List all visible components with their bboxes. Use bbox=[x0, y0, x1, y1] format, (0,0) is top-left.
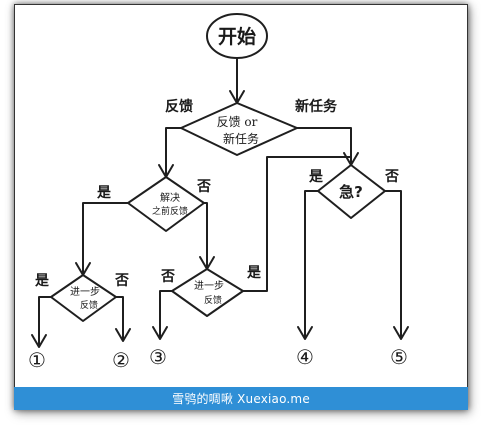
decision-further-mid-diamond bbox=[171, 268, 244, 317]
decision1-line1: 反馈 or bbox=[217, 115, 258, 129]
decision-further-mid-line2: 反馈 bbox=[204, 294, 222, 306]
edge-new-task bbox=[296, 127, 352, 164]
edge-feedback bbox=[165, 127, 182, 176]
arrowhead bbox=[115, 328, 131, 342]
outcome-1: ① bbox=[28, 348, 46, 372]
decision-left-line2: 之前反馈 bbox=[152, 205, 188, 217]
label-yes-mid: 是 bbox=[247, 265, 262, 281]
label-feedback: 反馈 bbox=[165, 98, 193, 115]
flowchart-diagram: 开始 反馈 or 新任务 反馈 新任务 解决 之前反馈 是 否 bbox=[28, 13, 409, 372]
edge-no-mid bbox=[159, 290, 173, 338]
edge-yes-urgent bbox=[304, 190, 319, 338]
edge-no-urgent bbox=[384, 190, 402, 338]
arrowhead bbox=[393, 326, 409, 340]
arrowhead bbox=[152, 326, 168, 340]
label-no-urgent: 否 bbox=[384, 169, 399, 185]
decision-further-left-diamond bbox=[50, 274, 117, 322]
arrowhead bbox=[31, 334, 47, 348]
outcome-4: ④ bbox=[296, 345, 314, 369]
label-yes-left: 是 bbox=[97, 185, 112, 201]
decision-left-line1: 解决 bbox=[160, 191, 180, 204]
start-label: 开始 bbox=[218, 25, 256, 48]
label-no-ll: 否 bbox=[114, 273, 129, 289]
edge-yes-ll bbox=[38, 296, 52, 346]
decision-further-left-line2: 反馈 bbox=[80, 299, 98, 311]
edge-no-left bbox=[203, 202, 208, 268]
decision1-diamond bbox=[180, 102, 298, 156]
outcome-2: ② bbox=[112, 348, 130, 372]
label-no-mid: 否 bbox=[160, 269, 175, 285]
label-yes-ll: 是 bbox=[35, 273, 50, 289]
decision-urgent-diamond bbox=[317, 164, 386, 219]
arrowhead bbox=[297, 326, 313, 340]
edge-yes-left bbox=[82, 202, 129, 274]
edge-yes-mid bbox=[242, 156, 352, 292]
watermark-bar: 雪鸮的啁啾 Xuexiao.me bbox=[14, 387, 468, 410]
edge-no-ll bbox=[115, 296, 124, 340]
decision-further-left-line1: 进一步 bbox=[70, 286, 100, 298]
watermark-text: 雪鸮的啁啾 Xuexiao.me bbox=[172, 392, 310, 406]
label-yes-urgent: 是 bbox=[309, 169, 324, 185]
decision-further-mid-line1: 进一步 bbox=[194, 280, 224, 292]
outcome-5: ⑤ bbox=[390, 345, 408, 369]
label-no-left: 否 bbox=[196, 179, 211, 195]
outcome-3: ③ bbox=[149, 345, 167, 369]
decision1-line2: 新任务 bbox=[223, 131, 259, 146]
label-new-task: 新任务 bbox=[295, 98, 338, 115]
flowchart-photo: 开始 反馈 or 新任务 反馈 新任务 解决 之前反馈 是 否 bbox=[14, 4, 468, 410]
decision-urgent-label: 急? bbox=[339, 183, 363, 201]
decision-left-diamond bbox=[127, 176, 205, 232]
